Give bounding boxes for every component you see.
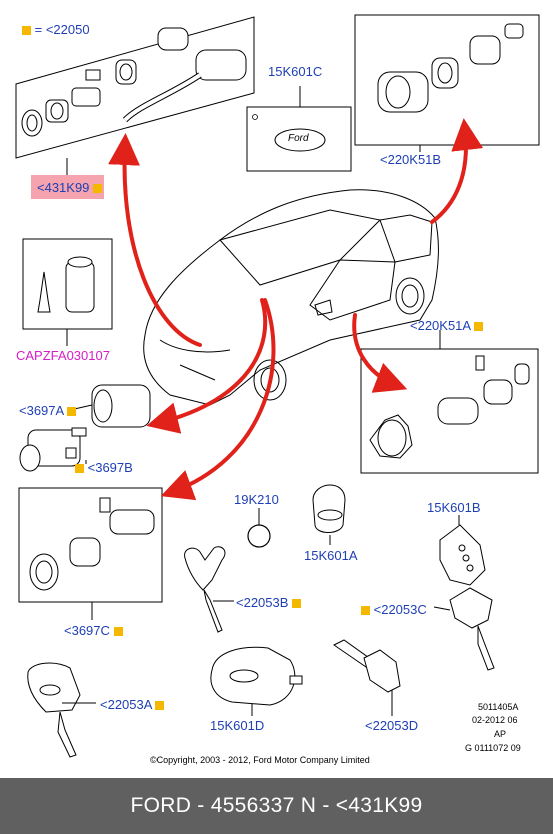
label-3697a-text: <3697A [19, 403, 64, 418]
o-ring [247, 524, 271, 548]
ref-line-2: 02-2012 06 [472, 715, 518, 725]
label-220k51a[interactable]: <220K51A [410, 318, 483, 333]
label-22053b[interactable]: <22053B [236, 595, 302, 610]
lock-cylinder-drawing [29, 497, 155, 591]
label-22053c-text: <22053C [373, 602, 427, 617]
label-3697a-marker [67, 407, 77, 416]
label-220k51a-marker [474, 322, 483, 331]
ref-line-4: G 0111072 09 [465, 743, 521, 753]
door-lock-drawing [369, 355, 530, 459]
car-illustration [143, 189, 439, 406]
arrow-to-door-lock [352, 313, 408, 393]
label-22053d[interactable]: <22053D [365, 718, 419, 733]
legend-text: = <22050 [34, 22, 90, 37]
arrow-to-ignition [146, 298, 268, 434]
label-220k51a-text: <220K51A [410, 318, 471, 333]
label-3697b-text: <3697B [87, 460, 133, 475]
legend: = <22050 [22, 22, 90, 37]
lock-set-box [15, 16, 255, 159]
remote-key-drawing [439, 524, 495, 671]
label-15k601a[interactable]: 15K601A [304, 548, 358, 563]
label-22053a-marker [155, 701, 165, 710]
label-3697b[interactable]: <3697B [75, 460, 133, 475]
tailgate-lock-drawing [377, 23, 524, 113]
label-3697c[interactable]: <3697C [64, 623, 123, 638]
label-3697c-marker [113, 627, 123, 636]
diagram-artwork [15, 14, 540, 758]
arrow-to-tailgate-lock [430, 118, 484, 224]
adhesive-drawing [37, 256, 95, 313]
label-22053a-text: <22053A [100, 697, 152, 712]
label-431k99-marker [93, 184, 103, 193]
red-arrows [108, 118, 484, 501]
label-22053b-marker [292, 599, 302, 608]
smart-key-15k601d-drawing [210, 646, 303, 706]
label-431k99-text: <431K99 [37, 180, 90, 195]
label-22053c[interactable]: <22053C [361, 602, 427, 617]
key-fob-15k601a-drawing [312, 484, 346, 533]
label-3697a[interactable]: <3697A [19, 403, 77, 418]
label-15k601c[interactable]: 15K601C [268, 64, 323, 79]
label-19k210[interactable]: 19K210 [234, 492, 279, 507]
arrow-to-lock-cylinder [160, 298, 276, 501]
ref-line-3: AP [494, 729, 507, 739]
label-15k601b[interactable]: 15K601B [427, 500, 481, 515]
ignition-switch-drawing [19, 384, 151, 472]
label-220k51b[interactable]: <220K51B [380, 152, 442, 167]
copyright: ©Copyright, 2003 - 2012, Ford Motor Comp… [150, 755, 370, 765]
label-22053b-text: <22053B [236, 595, 289, 610]
footer-bar: FORD - 4556337 N - <431K99 [0, 778, 553, 834]
label-capzfa030107[interactable]: CAPZFA030107 [16, 348, 110, 363]
key-22053a-drawing [27, 662, 81, 758]
label-3697c-text: <3697C [64, 623, 110, 638]
ford-oval-badge [274, 128, 326, 152]
highlight-box [31, 175, 104, 199]
label-431k99[interactable]: <431K99 [37, 180, 103, 195]
key-blank-22053b-drawing [184, 546, 226, 633]
label-22053a[interactable]: <22053A [100, 697, 165, 712]
arrow-to-lock-set [108, 133, 202, 347]
key-22053d-drawing [333, 639, 401, 693]
label-22053c-marker [361, 606, 370, 615]
badge-text: Ford [288, 133, 309, 144]
label-3697b-marker [75, 464, 84, 473]
legend-marker [22, 26, 31, 35]
label-15k601d[interactable]: 15K601D [210, 718, 265, 733]
badge-box [246, 106, 352, 172]
ref-line-1: 5011405A [478, 702, 519, 712]
lock-set-parts-drawing [21, 27, 247, 137]
